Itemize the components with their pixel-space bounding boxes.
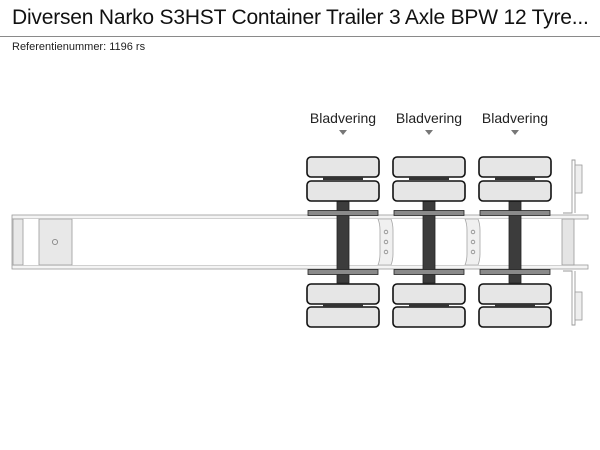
tyre [478, 156, 552, 178]
page-title: Diversen Narko S3HST Container Trailer 3… [12, 6, 589, 29]
tyre [306, 156, 380, 178]
leaf-spring-bottom [479, 269, 551, 275]
tyre [478, 180, 552, 202]
leaf-spring-bottom [307, 269, 379, 275]
leaf-spring-bottom [393, 269, 465, 275]
tyre-spacer [495, 177, 535, 180]
tyre-spacer [495, 304, 535, 307]
suspension-label: Bladvering [482, 110, 548, 126]
tyre [392, 156, 466, 178]
tyre [478, 306, 552, 328]
tyre [306, 283, 380, 305]
marker-triangle-icon [339, 130, 347, 135]
leaf-spring-top [307, 210, 379, 216]
trailer-frame [11, 214, 589, 270]
tyre [392, 283, 466, 305]
suspension-label: Bladvering [396, 110, 462, 126]
tyre-spacer [409, 304, 449, 307]
marker-triangle-icon [511, 130, 519, 135]
rear-bumper [561, 159, 583, 326]
reference-number: Referentienummer: 1196 rs [12, 41, 146, 53]
tyre [478, 283, 552, 305]
tyre [306, 180, 380, 202]
axle: Bladvering [306, 110, 380, 328]
title-divider [0, 36, 600, 37]
axle: Bladvering [478, 110, 552, 328]
leaf-spring-top [479, 210, 551, 216]
cross-member [377, 218, 394, 266]
suspension-label: Bladvering [310, 110, 376, 126]
kingpin-icon [51, 238, 59, 246]
tyre [392, 180, 466, 202]
tyre-spacer [323, 177, 363, 180]
tyre-spacer [323, 304, 363, 307]
tyre-spacer [409, 177, 449, 180]
tyre [306, 306, 380, 328]
tyre [392, 306, 466, 328]
axle-group: Bladvering Bladvering Bladvering [306, 110, 552, 328]
frame-bottom-rail [11, 264, 589, 270]
marker-triangle-icon [425, 130, 433, 135]
front-bulkhead [12, 218, 24, 266]
cross-member [464, 218, 481, 266]
kingpin-plate [38, 218, 73, 266]
axle: Bladvering [392, 110, 466, 328]
leaf-spring-top [393, 210, 465, 216]
